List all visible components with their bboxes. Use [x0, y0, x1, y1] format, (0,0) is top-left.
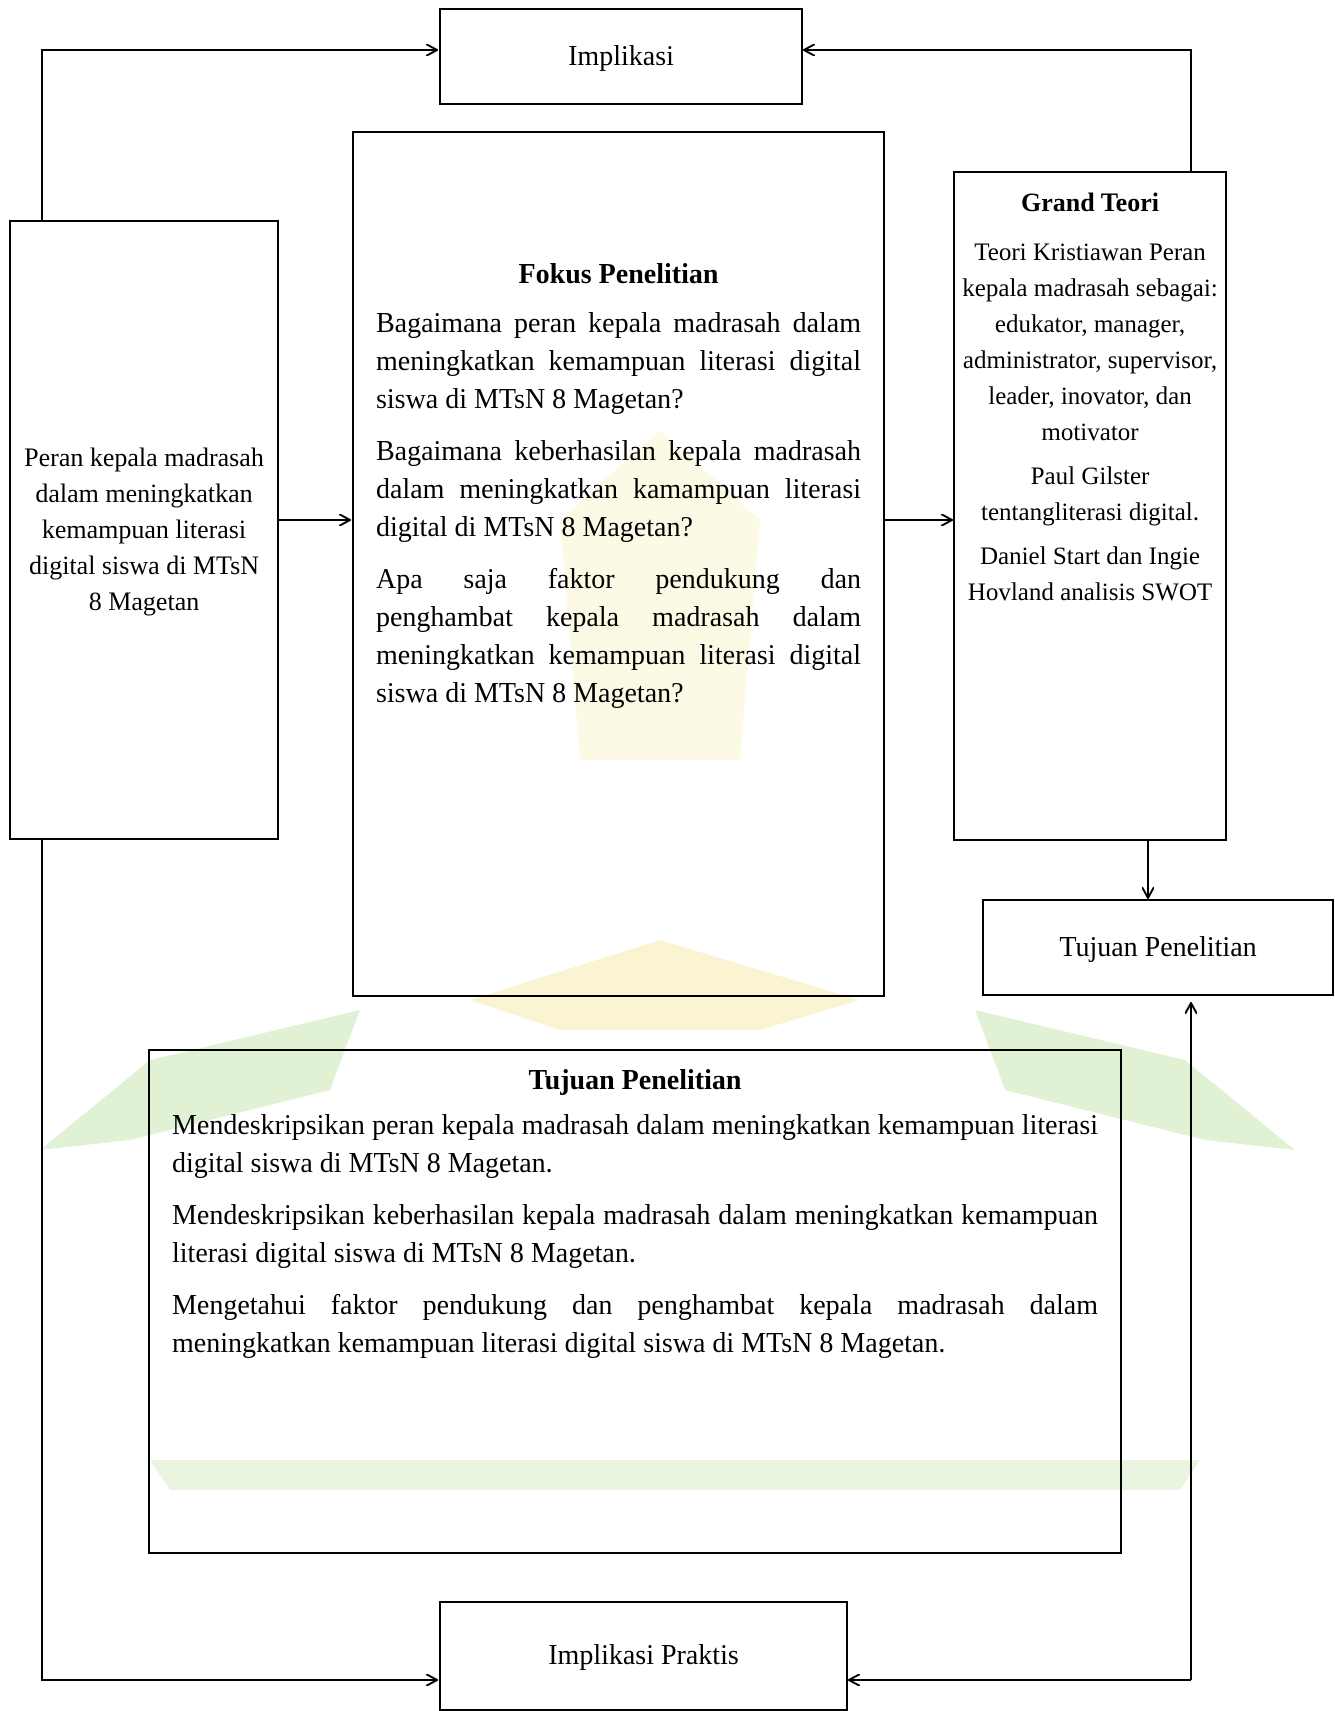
- left-box-text: Peran kepala madrasah dalam meningkatkan…: [24, 443, 264, 616]
- grand-teori-paragraph: Teori Kristiawan Peran kepala madrasah s…: [962, 239, 1218, 446]
- fokus-paragraph: Apa saja faktor pendukung dan penghambat…: [376, 564, 861, 709]
- tujuan-small-box: Tujuan Penelitian: [982, 899, 1334, 996]
- implikasi-label: Implikasi: [568, 40, 674, 72]
- tujuan-box: Tujuan Penelitian Mendeskripsikan peran …: [148, 1049, 1122, 1554]
- arrow-left-to-praktis: [41, 840, 437, 1680]
- grand-teori-title: Grand Teori: [1021, 188, 1159, 217]
- grand-teori-paragraph: Paul Gilster tentangliterasi digital.: [981, 463, 1199, 526]
- fokus-paragraph: Bagaimana keberhasilan kepala madrasah d…: [376, 436, 861, 543]
- implikasi-praktis-label: Implikasi Praktis: [548, 1640, 739, 1671]
- fokus-title: Fokus Penelitian: [518, 259, 719, 290]
- tujuan-title: Tujuan Penelitian: [528, 1065, 742, 1096]
- fokus-box: Fokus Penelitian Bagaimana peran kepala …: [352, 131, 885, 997]
- watermark-right-shape: [975, 1010, 1295, 1150]
- watermark-bottom-bar: [150, 1460, 1200, 1490]
- watermark-arch: [560, 430, 760, 760]
- implikasi-box: Implikasi: [439, 8, 803, 105]
- tujuan-paragraph: Mendeskripsikan keberhasilan kepala madr…: [172, 1200, 1098, 1269]
- watermark-left-shape: [40, 1010, 360, 1150]
- tujuan-paragraph: Mendeskripsikan peran kepala madrasah da…: [172, 1110, 1098, 1179]
- left-box: Peran kepala madrasah dalam meningkatkan…: [9, 220, 279, 840]
- grand-teori-box: Grand Teori Teori Kristiawan Peran kepal…: [953, 171, 1227, 841]
- arrow-grand-to-implikasi: [804, 50, 1192, 172]
- fokus-paragraph: Bagaimana peran kepala madrasah dalam me…: [376, 308, 861, 415]
- tujuan-paragraph: Mengetahui faktor pendukung dan penghamb…: [172, 1290, 1098, 1359]
- tujuan-small-label: Tujuan Penelitian: [1059, 931, 1257, 963]
- grand-teori-paragraph: Daniel Start dan Ingie Hovland analisis …: [967, 543, 1213, 606]
- watermark-center-shape: [470, 940, 860, 1030]
- arrow-left-to-implikasi: [41, 50, 437, 221]
- implikasi-praktis-box: Implikasi Praktis: [439, 1601, 848, 1711]
